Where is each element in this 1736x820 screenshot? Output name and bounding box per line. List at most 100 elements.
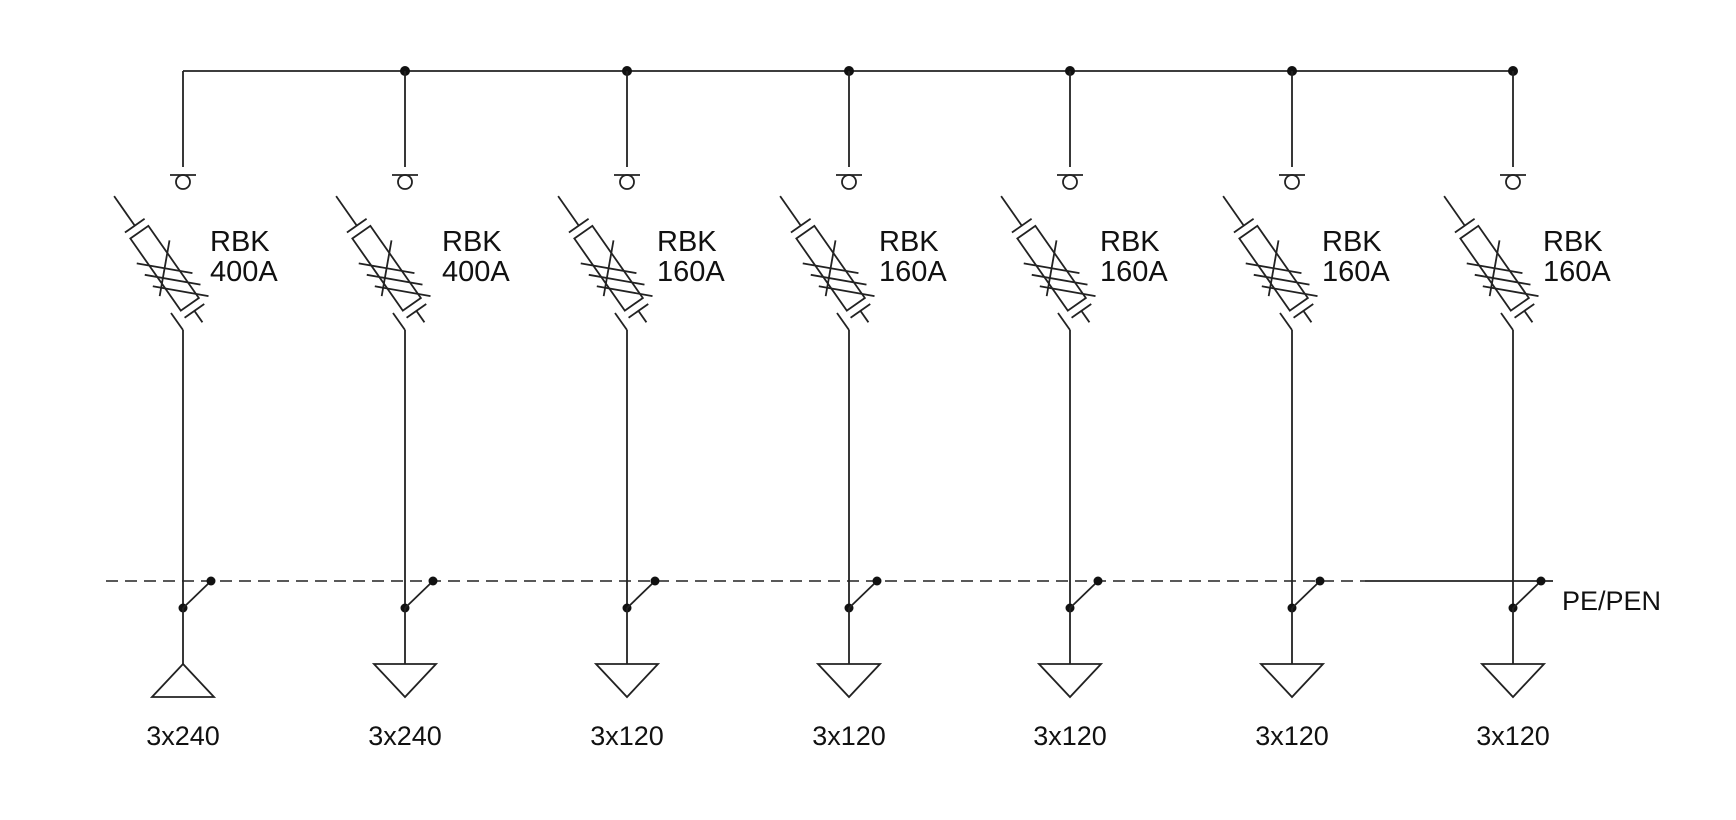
cable-size-label: 3x120 [590, 721, 664, 751]
fuse-switch-symbol [1000, 195, 1096, 323]
cable-triangle-down [1258, 663, 1326, 699]
fuse-cap-top [124, 218, 146, 234]
fuse-type-label: RBK [210, 226, 270, 258]
contact-terminal [619, 174, 635, 190]
fuse-hatch [380, 240, 393, 297]
contact-terminal [1505, 174, 1521, 190]
pe-switch-blade [404, 580, 434, 609]
fuse-lead-top [1000, 195, 1023, 227]
cable-size-label: 3x240 [146, 721, 220, 751]
fuse-hatch [1045, 240, 1058, 297]
pe-contact-dot [1536, 576, 1546, 586]
feeder-group: RBK400A3x240RBK400A3x240RBK160A3x120RBK1… [113, 66, 1611, 751]
cable-size-label: 3x120 [1476, 721, 1550, 751]
fuse-hatch [1267, 240, 1280, 297]
fuse-type-label: RBK [442, 226, 502, 258]
fuse-cap-top [1011, 218, 1033, 234]
fuse-switch-symbol [1222, 195, 1318, 323]
fuse-cap-bottom [1514, 303, 1535, 319]
fuse-hatch [144, 273, 201, 286]
cable-size-label: 3x120 [1033, 721, 1107, 751]
fuse-body [573, 224, 645, 312]
cable-triangle-down [815, 663, 883, 699]
fuse-cap-bottom [1071, 303, 1092, 319]
fuse-switch-symbol [1443, 195, 1539, 323]
fuse-cap-top [568, 218, 590, 234]
fuse-lead-top [1222, 195, 1245, 227]
fuse-link-line [1057, 312, 1071, 331]
fuse-hatch [588, 273, 645, 286]
fuse-type-label: RBK [1543, 226, 1603, 258]
fuse-lead-bottom [859, 310, 870, 323]
fuse-hatch [1031, 273, 1088, 286]
fuse-body [1459, 224, 1531, 312]
contact-terminal [397, 174, 413, 190]
fuse-hatch [152, 285, 209, 297]
fuse-body [1016, 224, 1088, 312]
fuse-hatch [596, 285, 653, 297]
fuse-hatch [1482, 285, 1539, 297]
fuse-switch-symbol [779, 195, 875, 323]
fuse-hatch [1474, 273, 1531, 286]
cable-triangle-up [149, 662, 217, 698]
fuse-type-label: RBK [879, 226, 939, 258]
fuse-lead-bottom [1080, 310, 1091, 323]
fuse-link-line [836, 312, 850, 331]
fuse-cap-top [1454, 218, 1476, 234]
cable-triangle-down [371, 663, 439, 699]
contact-terminal [1062, 174, 1078, 190]
pe-contact-dot [428, 576, 438, 586]
fuse-rating-label: 160A [657, 256, 725, 288]
fuse-lead-top [1443, 195, 1466, 227]
fuse-rating-label: 400A [210, 256, 278, 288]
fuse-lead-top [113, 195, 136, 227]
fuse-link-line [614, 312, 628, 331]
fuse-lead-top [557, 195, 580, 227]
pe-contact-dot [650, 576, 660, 586]
fuse-type-label: RBK [1322, 226, 1382, 258]
fuse-lead-bottom [1302, 310, 1313, 323]
fuse-hatch [810, 273, 867, 286]
fuse-lead-bottom [637, 310, 648, 323]
fuse-link-line [1500, 312, 1514, 331]
fuse-hatch [824, 240, 837, 297]
pe-switch-blade [182, 580, 212, 609]
pe-switch-blade [848, 580, 878, 609]
fuse-body [795, 224, 867, 312]
fuse-link-line [392, 312, 406, 331]
fuse-lead-bottom [193, 310, 204, 323]
fuse-body [1238, 224, 1310, 312]
pe-switch-blade [626, 580, 656, 609]
contact-terminal [1284, 174, 1300, 190]
fuse-hatch [1253, 273, 1310, 286]
pe-contact-dot [872, 576, 882, 586]
fuse-cap-top [346, 218, 368, 234]
fuse-rating-label: 400A [442, 256, 510, 288]
pe-contact-dot [1315, 576, 1325, 586]
pe-pen-label: PE/PEN [1562, 586, 1661, 616]
cable-triangle-down [1036, 663, 1104, 699]
fuse-cap-top [1233, 218, 1255, 234]
fuse-body [129, 224, 201, 312]
fuse-switch-symbol [335, 195, 431, 323]
fuse-lead-top [779, 195, 802, 227]
cable-size-label: 3x120 [812, 721, 886, 751]
cable-triangle-down [593, 663, 661, 699]
fuse-link-line [1279, 312, 1293, 331]
pe-switch-blade [1069, 580, 1099, 609]
cable-triangle-down [1479, 663, 1547, 699]
fuse-lead-bottom [415, 310, 426, 323]
fuse-rating-label: 160A [1322, 256, 1390, 288]
fuse-hatch [1261, 285, 1318, 297]
fuse-cap-top [790, 218, 812, 234]
fuse-switch-symbol [113, 195, 209, 323]
fuse-lead-top [335, 195, 358, 227]
